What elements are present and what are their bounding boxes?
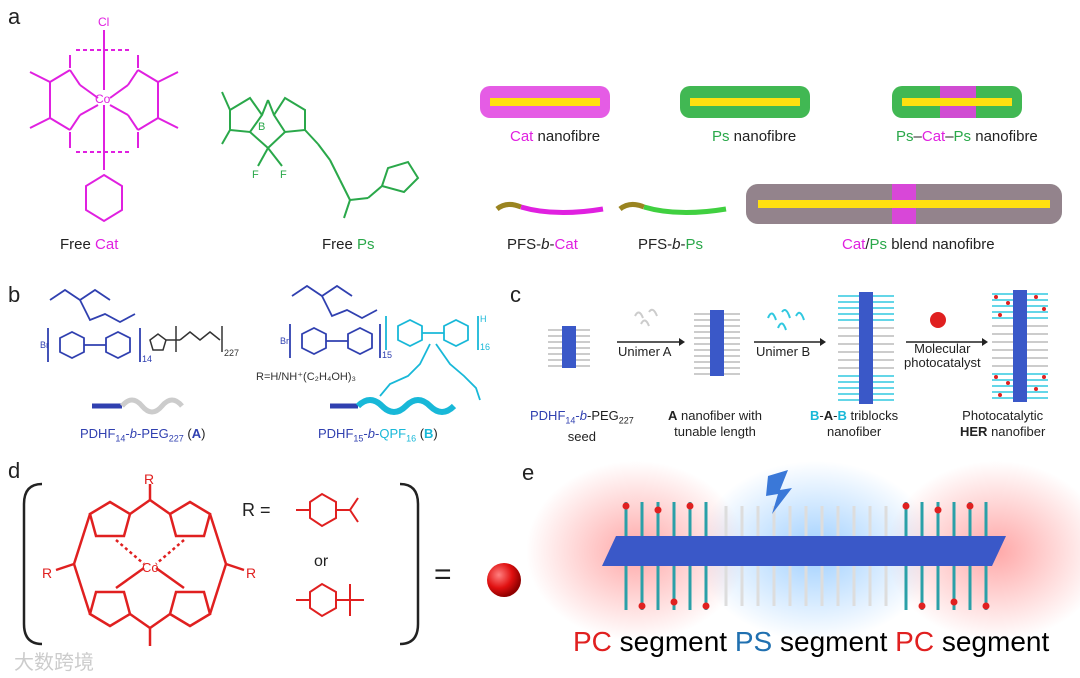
panel-letter-a: a [8,4,21,29]
h-end-group: H [480,314,487,324]
free-cat-caption: Free Cat [60,236,119,253]
pfs-ps-polymer-image [618,201,727,216]
f-atom-2: F [280,169,287,181]
unimer-a-label: Unimer A [618,344,672,359]
subscript-15: 15 [382,350,392,360]
cat-nanofibre-caption: Cat nanofibre [510,128,601,145]
porphyrin-co-atom: Co [142,560,159,575]
her-nanofiber-image [992,290,1048,402]
seed-caption: PDHF14-b-PEG227 seed [530,408,634,444]
r-right: R [246,565,256,581]
panel-letter-b: b [8,282,21,307]
ps-nanofibre-caption: Ps nanofibre [712,128,797,145]
seed-fiber-image [548,326,590,368]
r-group-definition: R=H/NH⁺(C₂H₄OH)₃ [256,371,357,383]
r-equals-label: R = [242,500,271,520]
f-atom-1: F [252,169,259,181]
bab-nanofiber-image [838,292,894,404]
unimer-b-arrow [754,309,826,346]
a-nanofiber-image [694,310,740,376]
red-sphere-icon [487,563,521,597]
free-ps-caption: Free Ps [322,236,375,253]
segment-labels: PC segment PS segment PC segment [573,626,1050,657]
unimer-a-arrow [617,308,685,346]
b-atom: B [258,121,265,133]
porphyrin-structure: Co R R R R = or = [22,471,452,646]
cl-atom: Cl [98,15,109,29]
panel-letter-c: c [510,282,521,307]
br-end-group-b: Br [280,336,289,346]
pfs-b-ps-caption: PFS-b-Ps [638,236,704,253]
subscript-14: 14 [142,354,152,364]
pdhf-peg-structure: Br 14 227 [40,288,239,364]
pdhf-qpf-structure: Br 15 16 H [280,284,490,401]
photocatalyst-arrow [906,312,988,346]
polymer-a-cartoon [92,397,184,415]
a-nanofiber-caption: A nanofiber with tunable length [668,408,762,439]
panel-letter-d: d [8,458,21,483]
ps-cat-ps-nanofibre-image [892,86,1022,118]
bab-caption: B-A-B triblocks nanofiber [810,408,899,439]
blend-nanofibre-caption: Cat/Ps blend nanofibre [842,236,995,253]
pc-ps-pc-fiber-illustration [526,461,1080,641]
subscript-227: 227 [224,348,239,358]
pfs-b-cat-caption: PFS-b-Cat [507,236,578,253]
r-top: R [144,471,154,487]
ps-cat-ps-nanofibre-caption: Ps–Cat–Ps nanofibre [896,128,1038,145]
pdhf-qpf-label: PDHF15-b-QPF16 (B) [318,426,438,444]
ps-molecule-structure: B F F [221,91,420,219]
her-caption: Photocatalytic HER nanofiber [960,408,1046,439]
equals-sign: = [434,558,452,591]
br-end-group-a: Br [40,340,49,350]
polymer-b-cartoon [330,397,457,415]
or-label: or [314,553,329,570]
panel-letter-e: e [522,460,535,485]
pdhf-peg-label: PDHF14-b-PEG227 (A) [80,426,206,444]
co-atom: Co [95,92,111,106]
subscript-16: 16 [480,342,490,352]
ps-nanofibre-image [680,86,810,118]
pfs-cat-polymer-image [495,201,604,216]
cat-molecule-structure: Cl Co [29,15,179,223]
cat-nanofibre-image [480,86,610,118]
watermark: 大数跨境 [14,652,94,674]
r-left: R [42,565,52,581]
unimer-b-label: Unimer B [756,344,811,359]
blend-nanofibre-image [746,184,1062,224]
